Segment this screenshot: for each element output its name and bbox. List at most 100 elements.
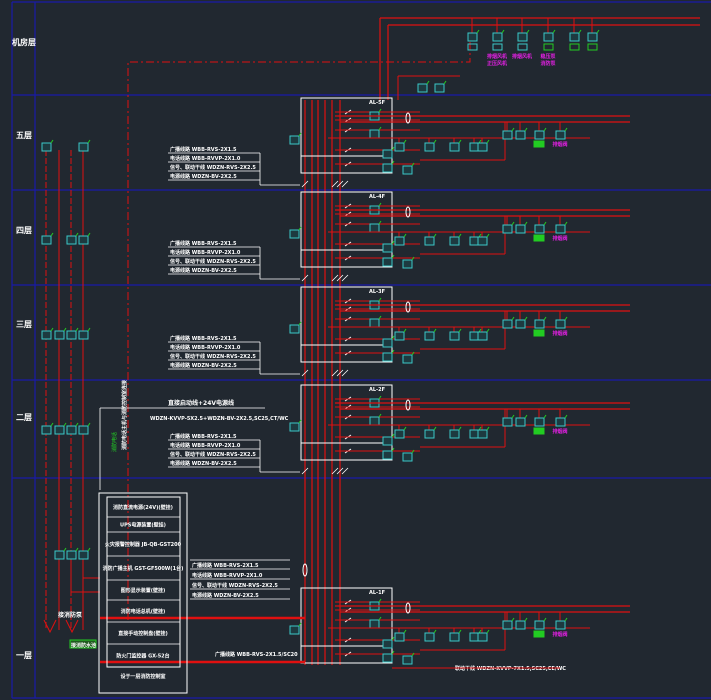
flow-switch-icon: [41, 425, 52, 435]
cable-label: 电源线路 WDZN-BV-2X2.5: [170, 173, 237, 180]
module-icon: [369, 416, 380, 426]
conduit-mark: [331, 274, 339, 282]
flow-switch-icon: [41, 142, 52, 152]
device-tag: [486, 426, 490, 431]
cable-label: 电源线路 WDZN-BV-2X2.5: [170, 362, 237, 369]
cable-label: 电话线路 WBB-RVVP-2X1.0: [170, 344, 241, 351]
device-tag: [524, 221, 528, 226]
device-tag: [552, 29, 556, 34]
module-icon: [533, 140, 545, 148]
roof-device-icon: [467, 32, 478, 42]
broadcast-cable-label: 广播线路 WBB-RVS-2X1.5/SC20: [215, 651, 298, 658]
equipment-item: 消防电话总机(壁挂): [121, 608, 166, 615]
roof-device-icon: [517, 32, 528, 42]
cable-label: 广播线路 WBB-RVS-2X1.5: [170, 146, 237, 153]
linkage-device-icon: [502, 319, 513, 329]
floor-label: 一层: [16, 651, 32, 660]
device-tag: [391, 433, 395, 438]
floor-label: 三层: [16, 320, 32, 329]
device-tag: [564, 221, 568, 226]
floor-label: 四层: [16, 226, 32, 235]
device-tag: [443, 80, 447, 85]
device-tag: [433, 139, 437, 144]
device-tag: [564, 414, 568, 419]
linkage-device-icon: [555, 130, 566, 140]
floor-terminal-box: [300, 286, 393, 363]
device-tag: [564, 617, 568, 622]
device-tag: [63, 422, 67, 427]
device-tag: [50, 139, 54, 144]
equipment-note: 排烟阀: [552, 330, 567, 337]
device-tag: [391, 636, 395, 641]
device-tag: [75, 547, 79, 552]
equipment-item: 图形显示装置(壁挂): [121, 587, 166, 594]
device-tag: [391, 254, 395, 259]
device-tag: [511, 414, 515, 419]
module-icon: [382, 149, 393, 159]
device-tag: [458, 139, 462, 144]
floor-label: 二层: [16, 413, 32, 422]
device-tag: [391, 447, 395, 452]
cable-label: 信号、联动干线 WDZN-RVS-2X2.5: [192, 582, 278, 589]
detector-icon: [394, 632, 405, 642]
detector-icon: [477, 236, 488, 246]
device-tag: [433, 233, 437, 238]
device-tag: [426, 80, 430, 85]
linkage-device-icon: [534, 417, 545, 427]
module-icon: [289, 229, 300, 239]
panel-label: AL-2F: [369, 387, 385, 393]
device-tag: [391, 349, 395, 354]
riser-title: 直接启动线+24V电源线: [168, 399, 234, 407]
equipment-item: 火灾报警控制器 JB-QB-GST200: [105, 541, 182, 548]
linkage-device-icon: [534, 130, 545, 140]
cable-label: 电话线路 WBB-RVVP-2X1.0: [170, 249, 241, 256]
arrow-icon: [65, 619, 79, 634]
device-tag: [378, 126, 382, 131]
device-tag: [87, 139, 91, 144]
conduit-mark: [336, 180, 344, 188]
device-tag: [411, 351, 415, 356]
flow-switch-icon: [41, 235, 52, 245]
detector-icon: [424, 236, 435, 246]
device-tag: [543, 414, 547, 419]
floor-label: 五层: [16, 131, 32, 140]
conduit-mark: [341, 369, 349, 377]
device-tag: [433, 328, 437, 333]
roof-equipment-icon: [543, 43, 554, 51]
equipment-note: 排烟阀: [552, 235, 567, 242]
equipment-note: 排烟风机: [512, 53, 532, 60]
linkage-device-icon: [502, 224, 513, 234]
equipment-note: 正压风机: [487, 60, 507, 67]
device-tag: [403, 328, 407, 333]
module-icon: [382, 163, 393, 173]
device-tag: [298, 419, 302, 424]
outlet-label: 接消防泵: [57, 611, 83, 619]
module-icon: [382, 639, 393, 649]
module-icon: [382, 257, 393, 267]
device-tag: [50, 422, 54, 427]
module-icon: [382, 338, 393, 348]
equipment-item: UPS电源装置(壁挂): [120, 522, 166, 529]
flow-switch-icon: [78, 235, 89, 245]
detector-icon: [394, 429, 405, 439]
roof-equipment-icon: [569, 43, 580, 51]
flow-switch-icon: [54, 425, 65, 435]
speaker-icon: [405, 301, 411, 313]
device-tag: [403, 139, 407, 144]
device-tag: [458, 426, 462, 431]
linkage-device-icon: [534, 620, 545, 630]
device-tag: [486, 328, 490, 333]
linkage-dashed-wire: [127, 42, 471, 620]
detector-icon: [449, 632, 460, 642]
device-tag: [87, 422, 91, 427]
panel-label: AL-5F: [369, 100, 385, 106]
device-tag: [391, 240, 395, 245]
linkage-device-icon: [502, 417, 513, 427]
device-tag: [378, 616, 382, 621]
flow-switch-icon: [54, 330, 65, 340]
module-icon: [402, 165, 413, 175]
device-tag: [511, 127, 515, 132]
device-tag: [75, 327, 79, 332]
linkage-device-icon: [515, 130, 526, 140]
